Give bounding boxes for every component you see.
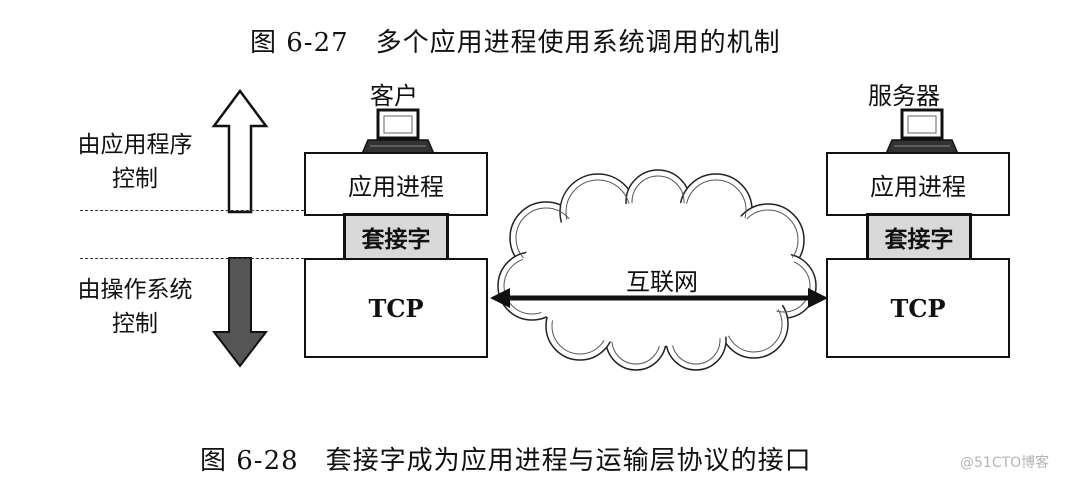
divider-upper bbox=[80, 210, 304, 211]
app-control-line-2: 控制 bbox=[112, 166, 158, 192]
server-title: 服务器 bbox=[868, 82, 940, 110]
computer-icon bbox=[362, 108, 434, 155]
divider-lower bbox=[80, 258, 304, 259]
figure-caption-bottom: 图 6-28 套接字成为应用进程与运输层协议的接口 bbox=[200, 446, 812, 476]
client-title: 客户 bbox=[370, 82, 418, 110]
figure-caption-top: 图 6-27 多个应用进程使用系统调用的机制 bbox=[250, 28, 781, 58]
client-app-process: 应用进程 bbox=[304, 152, 488, 216]
os-control-label: 由操作系统 控制 bbox=[70, 273, 200, 341]
client-socket: 套接字 bbox=[343, 213, 449, 261]
server-app-process: 应用进程 bbox=[826, 152, 1010, 216]
app-control-label: 由应用程序 控制 bbox=[70, 128, 200, 196]
client-tcp: TCP bbox=[304, 258, 488, 358]
computer-icon bbox=[886, 108, 958, 155]
app-control-line-1: 由应用程序 bbox=[77, 132, 193, 158]
internet-label: 互联网 bbox=[626, 268, 698, 296]
os-control-line-1: 由操作系统 bbox=[77, 277, 193, 303]
cloud-icon bbox=[497, 169, 817, 371]
up-arrow-icon bbox=[211, 88, 269, 214]
watermark: @51CTO博客 bbox=[960, 455, 1050, 471]
os-control-line-2: 控制 bbox=[112, 311, 158, 337]
server-socket: 套接字 bbox=[866, 213, 972, 261]
down-arrow-icon bbox=[211, 257, 269, 368]
server-tcp: TCP bbox=[826, 258, 1010, 358]
double-arrow-icon bbox=[490, 288, 828, 308]
